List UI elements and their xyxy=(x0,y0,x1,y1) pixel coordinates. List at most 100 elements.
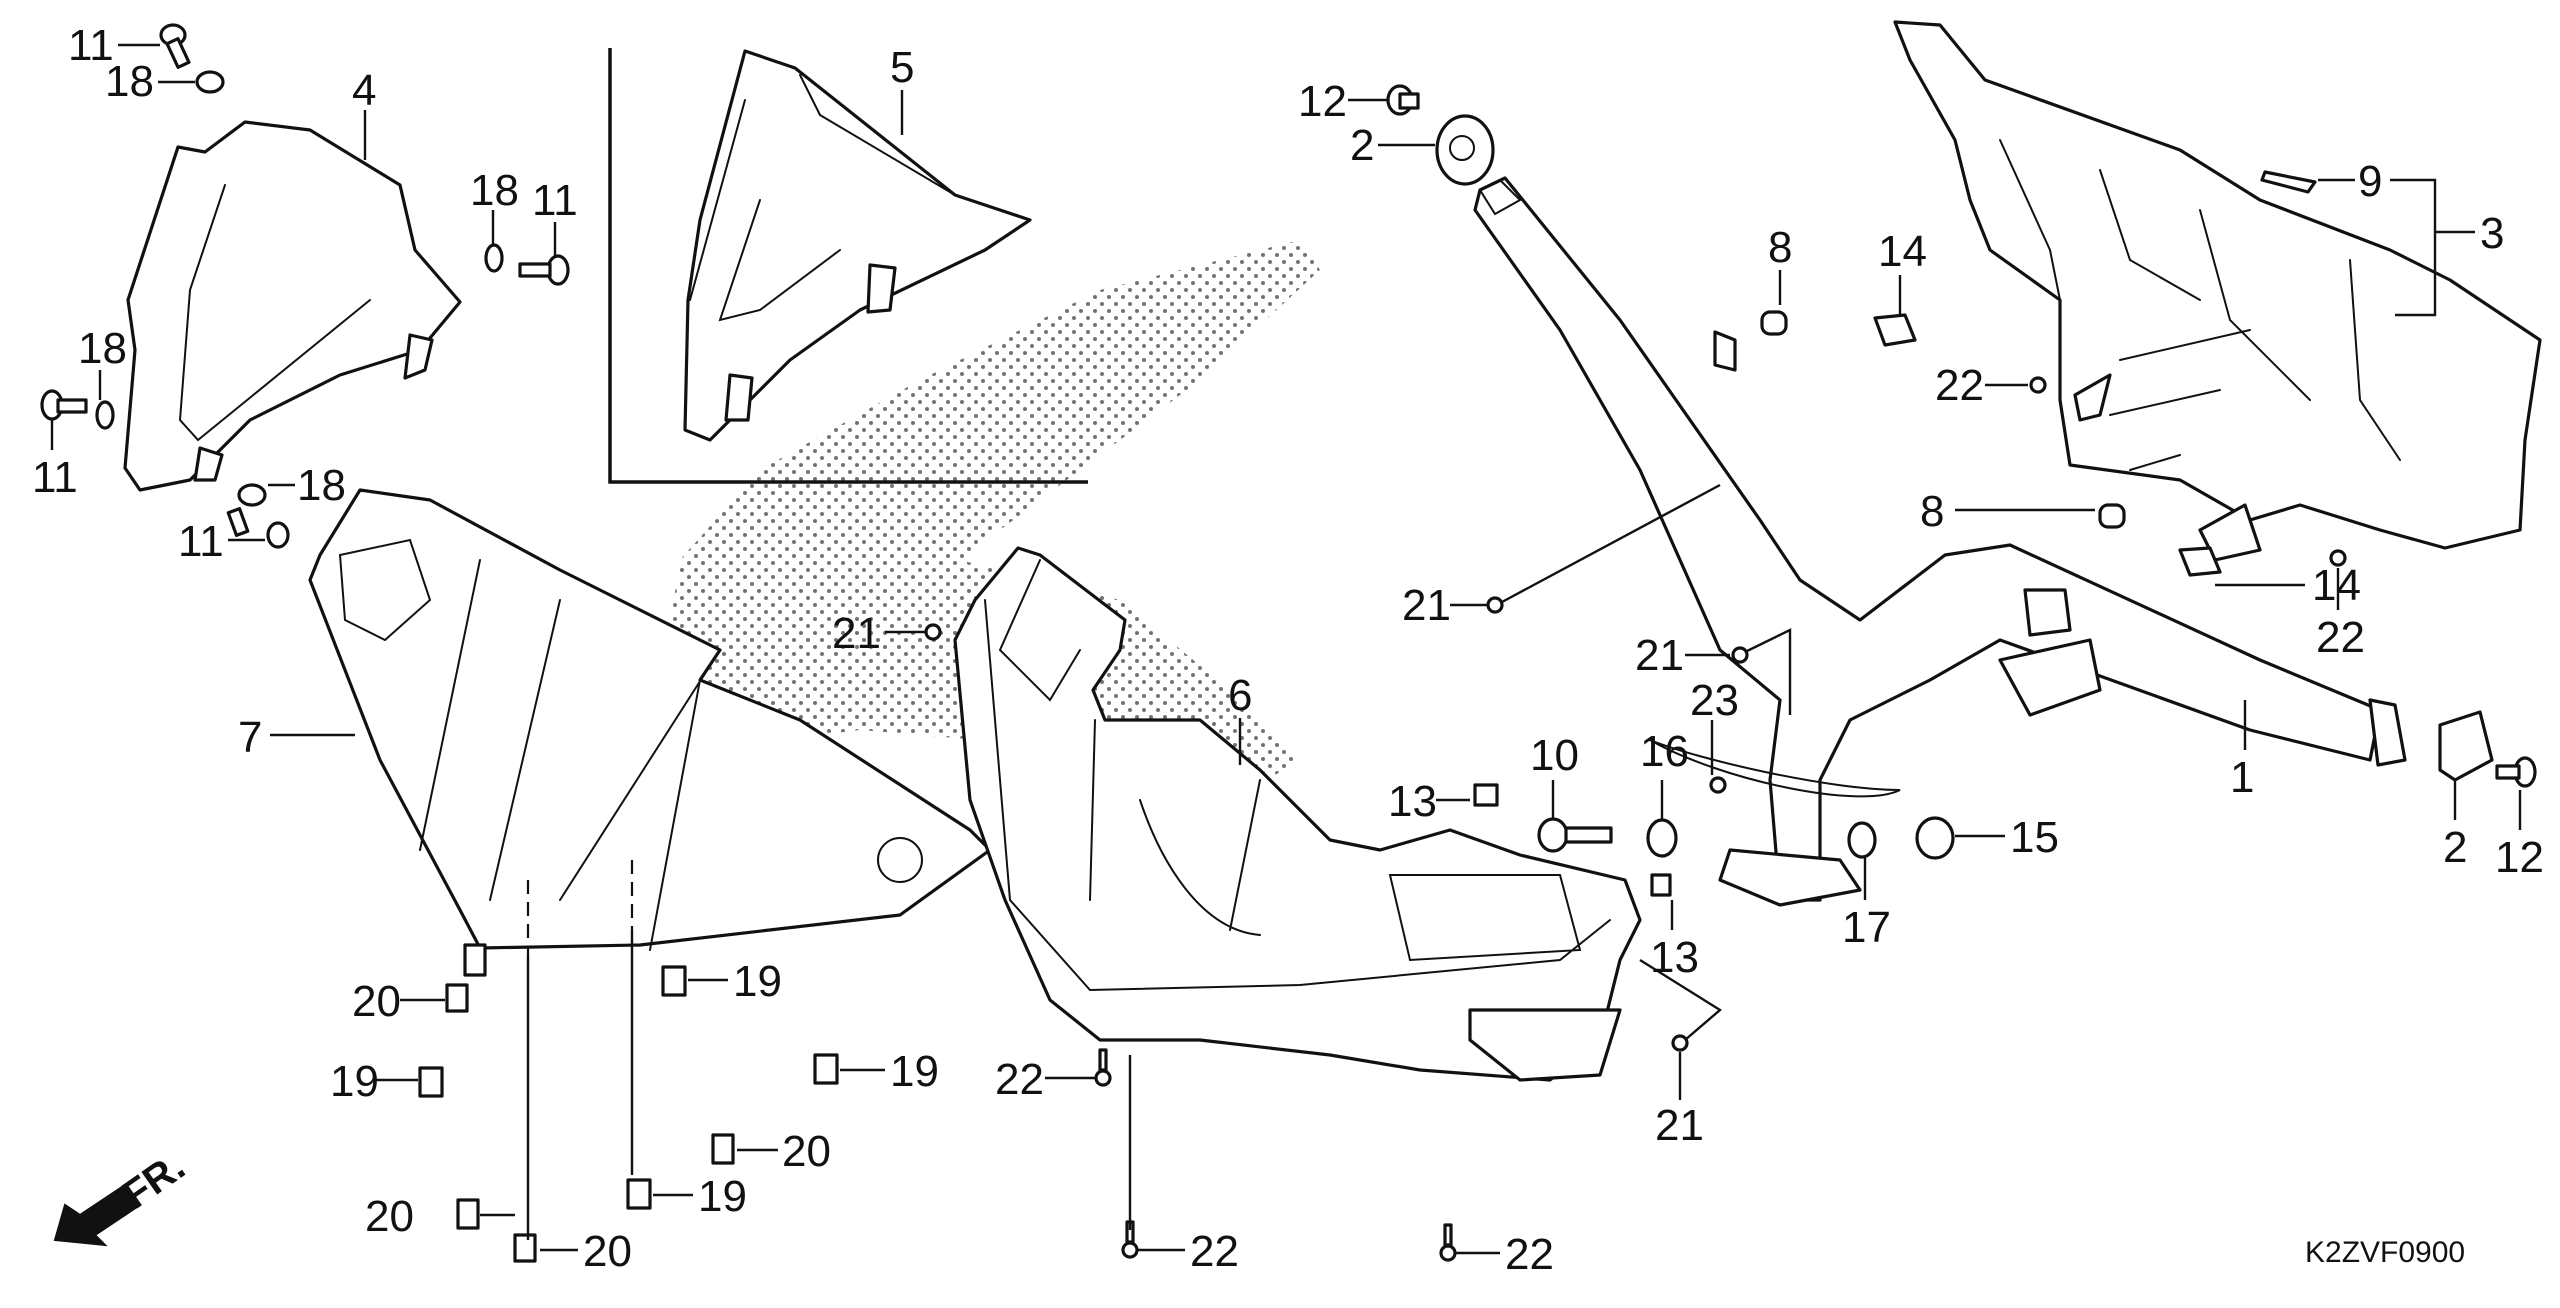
callout-18: 18 xyxy=(470,166,519,215)
callout-11: 11 xyxy=(532,176,578,225)
callout-18: 18 xyxy=(105,57,154,106)
callout-14: 14 xyxy=(2312,561,2361,610)
part-2-end-weight-right[interactable] xyxy=(2438,710,2494,782)
arrow-icon xyxy=(53,1183,142,1247)
figure-code: K2ZVF0900 xyxy=(2305,1236,2465,1269)
part-10-flange-bolt[interactable] xyxy=(1537,817,1613,853)
callout-22: 22 xyxy=(1190,1227,1239,1276)
part-11-screw[interactable] xyxy=(226,507,290,549)
part-17-washer[interactable] xyxy=(1847,821,1877,859)
part-1-handle-pipe[interactable] xyxy=(1473,176,2407,907)
part-9-label[interactable] xyxy=(2260,170,2317,194)
callout-20: 20 xyxy=(782,1127,831,1176)
callout-9: 9 xyxy=(2358,157,2382,206)
part-21-tapping-screw[interactable] xyxy=(1486,596,1504,614)
callout-22: 22 xyxy=(1505,1230,1554,1279)
part-12-screw[interactable] xyxy=(1386,84,1420,116)
part-11-screw[interactable] xyxy=(40,389,88,421)
part-22-tapping-screw[interactable] xyxy=(2029,376,2047,394)
callout-23: 23 xyxy=(1690,676,1739,725)
part-18-washer[interactable] xyxy=(237,483,267,507)
part-13-clip-nut[interactable] xyxy=(1650,873,1672,897)
part-8-grommet[interactable] xyxy=(2098,503,2126,529)
callout-22: 22 xyxy=(995,1055,1044,1104)
part-13-clip-nut[interactable] xyxy=(1473,783,1499,807)
callout-21: 21 xyxy=(832,609,881,658)
callout-20: 20 xyxy=(583,1227,632,1276)
part-2-end-weight-left[interactable] xyxy=(1435,114,1495,186)
callout-2: 2 xyxy=(1350,121,1374,170)
part-14-clip-nut[interactable] xyxy=(1873,313,1917,347)
part-21-tapping-screw[interactable] xyxy=(924,623,942,641)
callout-16: 16 xyxy=(1640,727,1689,776)
callout-20: 20 xyxy=(352,977,401,1026)
callout-18: 18 xyxy=(78,324,127,373)
callout-11: 11 xyxy=(32,453,78,502)
callout-19: 19 xyxy=(890,1047,939,1096)
callout-19: 19 xyxy=(330,1057,379,1106)
part-16-washer[interactable] xyxy=(1646,818,1678,858)
leader-lines xyxy=(50,43,2522,1255)
callout-6: 6 xyxy=(1228,671,1252,720)
part-19-clip[interactable] xyxy=(626,1178,652,1210)
part-18-washer[interactable] xyxy=(95,400,115,430)
callout-7: 7 xyxy=(238,713,262,762)
callout-21: 21 xyxy=(1655,1101,1704,1150)
part-21-tapping-screw[interactable] xyxy=(1671,1034,1689,1052)
callout-12: 12 xyxy=(2495,833,2544,882)
callout-11: 11 xyxy=(178,517,224,566)
part-12-screw[interactable] xyxy=(2495,756,2537,788)
callout-5: 5 xyxy=(890,43,914,92)
part-5-front-handle-cover-alt[interactable] xyxy=(683,49,1032,442)
front-direction-indicator: FR. xyxy=(53,1144,193,1247)
inset-frame xyxy=(608,48,1088,484)
part-22-tapping-screw[interactable] xyxy=(1094,1048,1112,1087)
part-20-spring-nut[interactable] xyxy=(456,1198,480,1230)
part-22-tapping-screw[interactable] xyxy=(2329,549,2347,567)
part-18-washer[interactable] xyxy=(195,70,225,94)
callout-10: 10 xyxy=(1530,731,1579,780)
part-4-front-handle-cover[interactable] xyxy=(123,120,462,492)
callout-20: 20 xyxy=(365,1192,414,1241)
part-19-clip[interactable] xyxy=(661,965,687,997)
callout-22: 22 xyxy=(1935,361,1984,410)
callout-12: 12 xyxy=(1298,77,1347,126)
callout-22: 22 xyxy=(2316,613,2365,662)
callout-14: 14 xyxy=(1878,227,1927,276)
part-7-inner-cover[interactable] xyxy=(308,488,992,977)
callout-13: 13 xyxy=(1650,933,1699,982)
callout-1: 1 xyxy=(2230,753,2254,802)
part-21-tapping-screw[interactable] xyxy=(1731,646,1749,664)
part-11-screw[interactable] xyxy=(518,254,570,286)
part-8-grommet[interactable] xyxy=(1760,310,1788,336)
part-22-tapping-screw[interactable] xyxy=(1439,1223,1457,1262)
callout-13: 13 xyxy=(1388,777,1437,826)
callout-18: 18 xyxy=(297,461,346,510)
part-15-collar[interactable] xyxy=(1915,816,1955,860)
part-14-clip-nut[interactable] xyxy=(2178,546,2222,577)
callout-3: 3 xyxy=(2480,209,2504,258)
callout-labels: 11 18 4 18 11 18 11 18 11 5 7 21 6 12 2 … xyxy=(32,21,2544,1279)
callout-15: 15 xyxy=(2010,813,2059,862)
part-20-spring-nut[interactable] xyxy=(445,983,469,1013)
callout-8: 8 xyxy=(1768,223,1792,272)
part-6-front-top-cover[interactable] xyxy=(953,546,1642,1082)
part-20-spring-nut[interactable] xyxy=(513,1233,537,1263)
callout-19: 19 xyxy=(698,1172,747,1221)
stipple-shading xyxy=(660,240,1320,790)
part-3-rear-handle-cover[interactable] xyxy=(1893,20,2542,562)
callout-11: 11 xyxy=(68,21,114,70)
part-23-tapping-screw[interactable] xyxy=(1709,776,1727,794)
callout-19: 19 xyxy=(733,957,782,1006)
callout-4: 4 xyxy=(352,66,376,115)
part-19-clip[interactable] xyxy=(813,1053,839,1085)
callout-21: 21 xyxy=(1635,631,1684,680)
part-11-screw[interactable] xyxy=(159,23,191,69)
part-20-spring-nut[interactable] xyxy=(711,1133,735,1165)
part-19-clip[interactable] xyxy=(418,1066,444,1098)
callout-17: 17 xyxy=(1842,903,1891,952)
callout-8: 8 xyxy=(1920,487,1944,536)
part-18-washer[interactable] xyxy=(484,243,504,273)
callout-21: 21 xyxy=(1402,581,1451,630)
